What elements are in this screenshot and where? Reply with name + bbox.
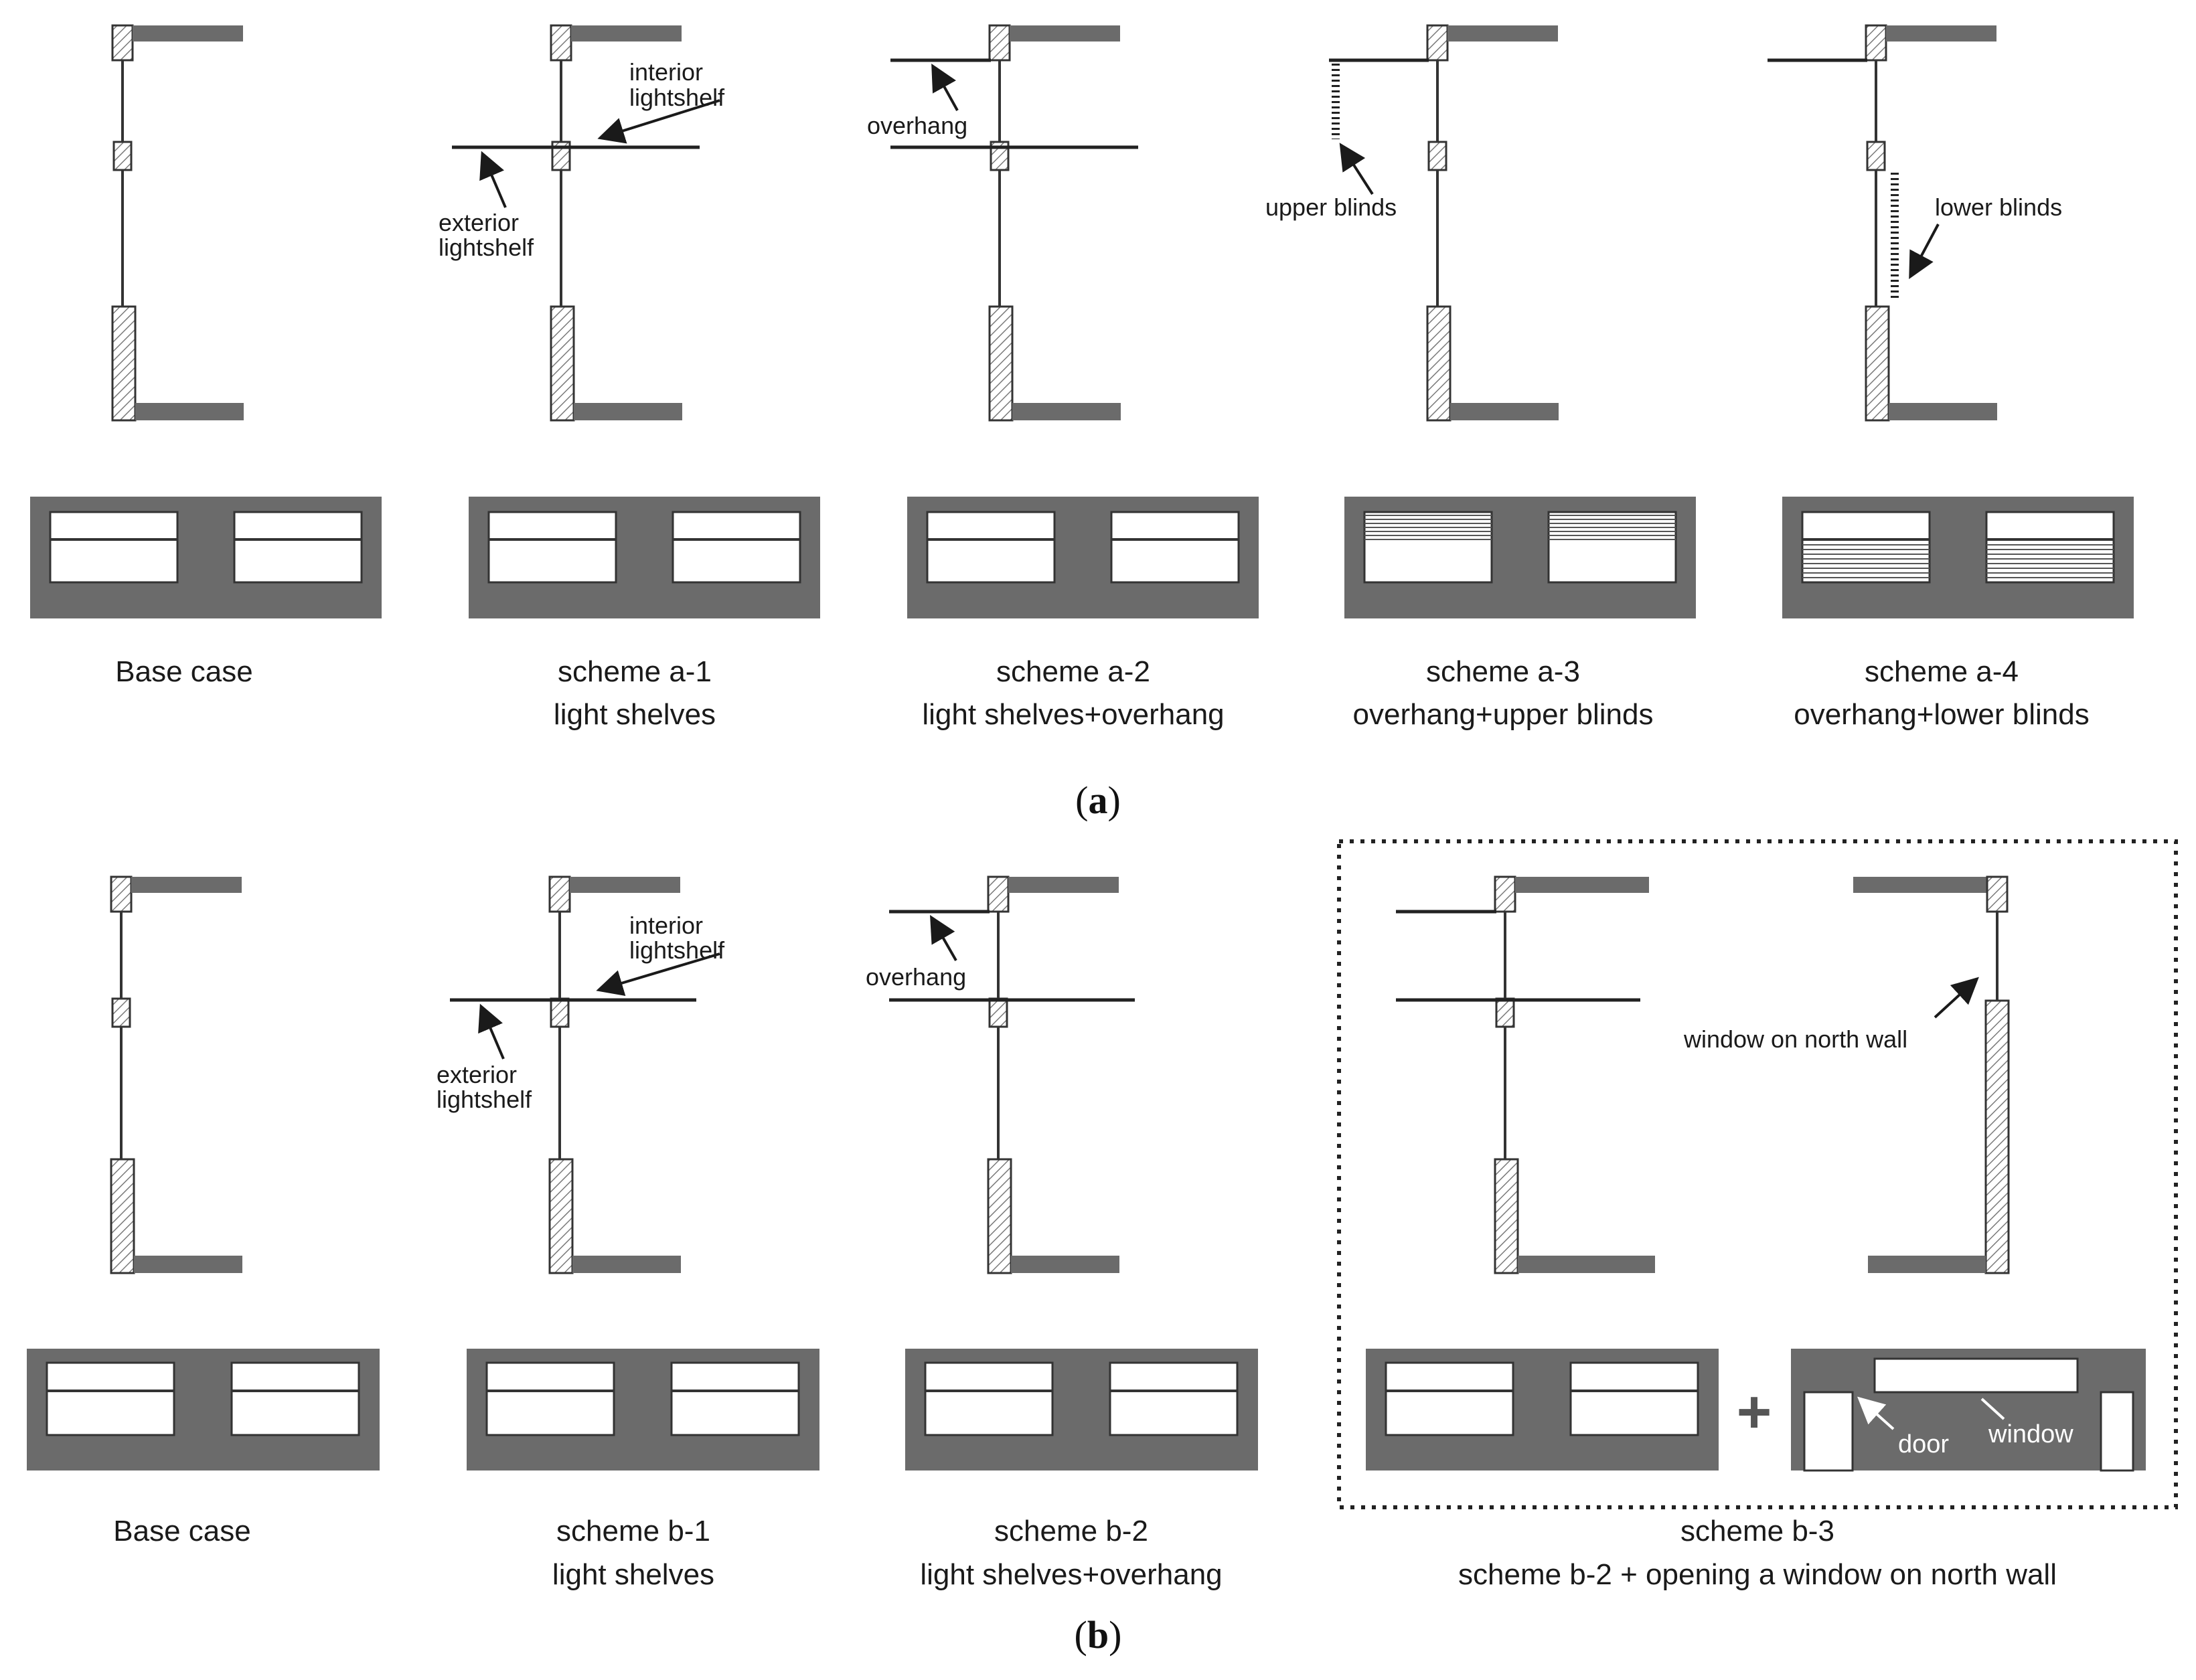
- elevation-scheme-a2: [907, 497, 1259, 618]
- elevation-base-case-b: [27, 1349, 380, 1471]
- annotation-overhang: overhang: [867, 112, 967, 139]
- section-scheme-a1: [452, 24, 720, 422]
- elevation-scheme-b3-north: [1791, 1349, 2146, 1472]
- caption-title: scheme b-2: [994, 1515, 1148, 1547]
- section-scheme-b3-south: [1396, 875, 1655, 1274]
- elevation-scheme-a1: [469, 497, 820, 618]
- annotation-interior-lightshelf: lightshelf: [629, 936, 725, 964]
- caption-title: Base case: [115, 655, 252, 688]
- elevation-scheme-b2: [905, 1349, 1258, 1471]
- label-door: door: [1898, 1430, 1949, 1458]
- elevation-base-case-a: [30, 497, 382, 618]
- section-scheme-a4: [1768, 24, 1997, 422]
- section-base-case-a: [111, 24, 244, 422]
- caption-subtitle: overhang+upper blinds: [1353, 698, 1654, 731]
- section-scheme-a2: [890, 24, 1138, 422]
- section-base-case-b: [110, 875, 242, 1274]
- caption-subtitle: scheme b-2 + opening a window on north w…: [1458, 1558, 2057, 1591]
- label-window: window: [1988, 1420, 2073, 1448]
- part-label-b: (b): [1075, 1613, 1122, 1657]
- caption-title: scheme a-4: [1865, 655, 2019, 688]
- caption-subtitle: light shelves+overhang: [920, 1558, 1222, 1591]
- annotation-interior-lightshelf: lightshelf: [629, 84, 725, 111]
- elevation-scheme-a4: [1782, 497, 2134, 618]
- elevation-scheme-a3: [1344, 497, 1696, 618]
- annotation-exterior-lightshelf: exterior: [439, 209, 519, 236]
- caption-subtitle: light shelves: [554, 698, 716, 731]
- caption-title: scheme a-1: [558, 655, 712, 688]
- annotation-interior-lightshelf: interior: [629, 912, 703, 939]
- caption-title: Base case: [113, 1515, 250, 1547]
- section-scheme-a3: [1329, 24, 1559, 422]
- caption-subtitle: overhang+lower blinds: [1794, 698, 2090, 731]
- caption-title: scheme a-3: [1426, 655, 1580, 688]
- annotation-exterior-lightshelf: lightshelf: [437, 1086, 532, 1113]
- annotation-exterior-lightshelf: lightshelf: [439, 234, 534, 261]
- caption-title: scheme b-1: [556, 1515, 710, 1547]
- caption-title: scheme a-2: [996, 655, 1150, 688]
- annotation-overhang: overhang: [866, 963, 966, 991]
- part-label-a: (a): [1075, 778, 1121, 822]
- annotation-interior-lightshelf: interior: [629, 58, 703, 86]
- caption-subtitle: light shelves+overhang: [922, 698, 1224, 731]
- annotation-upper-blinds: upper blinds: [1265, 193, 1397, 221]
- elevation-scheme-b1: [467, 1349, 819, 1471]
- caption-subtitle: light shelves: [552, 1558, 714, 1591]
- section-scheme-b1: [450, 875, 720, 1274]
- annotation-exterior-lightshelf: exterior: [437, 1061, 517, 1088]
- plus-sign: +: [1737, 1379, 1772, 1446]
- section-scheme-b3-north: [1853, 875, 2010, 1274]
- elevation-scheme-b3-south: [1366, 1349, 1719, 1471]
- annotation-window-on-north-wall: window on north wall: [1683, 1025, 1907, 1053]
- section-scheme-b2: [889, 875, 1135, 1274]
- annotation-lower-blinds: lower blinds: [1935, 193, 2062, 221]
- scheme-b3-frame: [1337, 839, 2178, 1509]
- caption-title: scheme b-3: [1680, 1515, 1834, 1547]
